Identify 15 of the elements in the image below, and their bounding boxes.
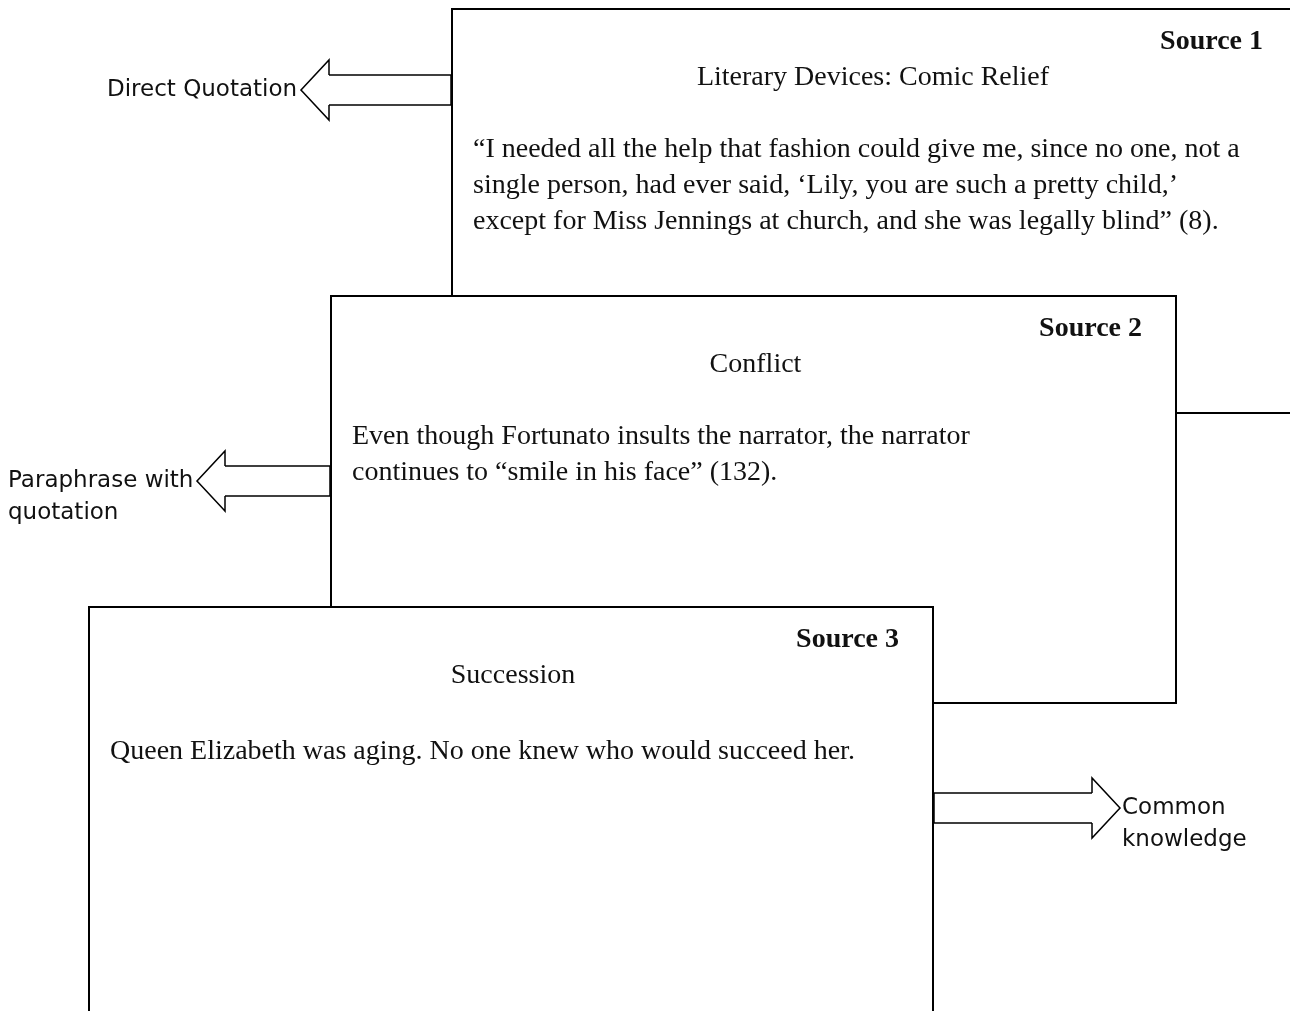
arrow-label: Common knowledge	[1122, 790, 1248, 854]
card-heading: Conflict	[708, 347, 803, 379]
source-card	[451, 8, 1290, 296]
source-number: Source 2	[1039, 311, 1142, 343]
card-text: Queen Elizabeth was aging. No one knew who would succeed her.	[110, 733, 856, 767]
card-text: “I needed all the help that fashion could give me, since no one, not a single person, had ever said, ‘Lily, you are such a pretty child,’ except for Miss Jennings at church, and she was legally blind” (8).	[473, 131, 1241, 237]
card-heading: Succession	[449, 658, 577, 690]
source-number: Source 1	[1160, 24, 1263, 56]
card-heading: Literary Devices: Comic Relief	[695, 60, 1051, 92]
arrow-label: Direct Quotation	[107, 72, 299, 104]
card-text: Even though Fortunato insults the narrator, the narrator continues to “smile in his face” (132).	[352, 418, 971, 488]
arrow-label: Paraphrase with quotation	[8, 463, 195, 527]
source-card	[330, 295, 1177, 607]
source-card	[88, 606, 934, 1011]
source-number: Source 3	[796, 622, 899, 654]
